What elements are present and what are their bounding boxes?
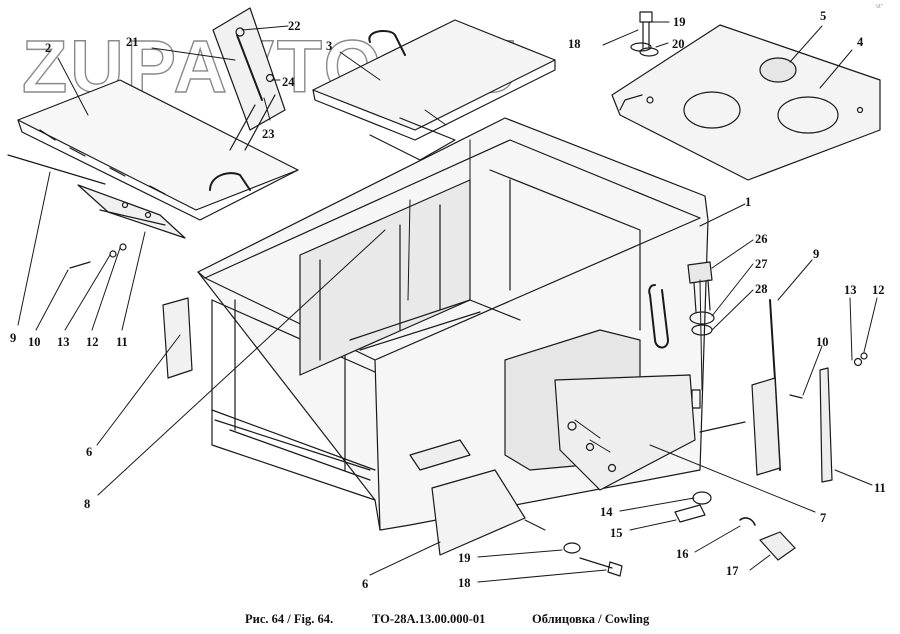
callout-5: 5 [820, 9, 826, 23]
callout-18-top: 18 [568, 37, 581, 51]
callout-18-bottom: 18 [458, 576, 471, 590]
callout-13-left: 13 [57, 335, 70, 349]
callout-22: 22 [288, 19, 301, 33]
callout-10-left: 10 [28, 335, 41, 349]
leader-lines [17, 21, 878, 583]
callout-12-left: 12 [86, 335, 99, 349]
callout-9-right: 9 [813, 247, 819, 261]
callout-27: 27 [755, 257, 768, 271]
callout-3: 3 [326, 39, 332, 53]
figure-caption-number: Рис. 64 / Fig. 64. [245, 612, 334, 626]
latch-assembly [212, 7, 286, 151]
callout-23: 23 [262, 127, 275, 141]
figure-caption-title: Облицовка / Cowling [532, 612, 650, 626]
callout-9-left: 9 [10, 331, 16, 345]
callout-15: 15 [610, 526, 623, 540]
callout-labels: 2 21 22 24 23 3 18 19 20 5 4 1 26 27 28 … [10, 9, 886, 591]
callout-10-right: 10 [816, 335, 829, 349]
callout-12-right: 12 [872, 283, 885, 297]
callout-7: 7 [820, 511, 826, 525]
figure-caption-code: ТО-28А.13.00.000-01 [372, 612, 486, 626]
callout-1: 1 [745, 195, 751, 209]
side-panel-bottom [431, 469, 526, 556]
callout-6-bottom: 6 [362, 577, 368, 591]
assembly-arrows [407, 109, 703, 531]
callout-26: 26 [755, 232, 768, 246]
callout-13-right: 13 [844, 283, 857, 297]
fasteners [69, 11, 868, 577]
hinge-left [99, 209, 166, 226]
callout-19-bottom: 19 [458, 551, 471, 565]
callout-11-left: 11 [116, 335, 128, 349]
callout-2: 2 [45, 41, 51, 55]
callout-8: 8 [84, 497, 90, 511]
hood-panel-left [7, 79, 299, 239]
callout-20: 20 [672, 37, 685, 51]
callout-19-top: 19 [673, 15, 686, 29]
side-panel-right [554, 374, 696, 491]
callout-28: 28 [755, 282, 768, 296]
corner-mark: st° [876, 4, 884, 10]
hinge-right-assembly [751, 299, 833, 483]
front-cover-panel [611, 24, 881, 181]
callout-16: 16 [676, 547, 689, 561]
hood-panel-top [312, 19, 556, 161]
callout-21: 21 [126, 35, 139, 49]
callout-6-left: 6 [86, 445, 92, 459]
callout-17: 17 [726, 564, 739, 578]
callout-11-right: 11 [874, 481, 886, 495]
callout-4: 4 [857, 35, 864, 49]
callout-24: 24 [282, 75, 295, 89]
callout-14: 14 [600, 505, 613, 519]
